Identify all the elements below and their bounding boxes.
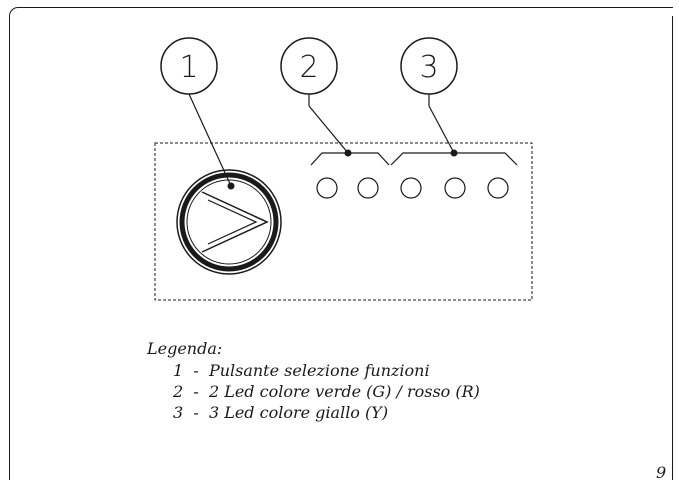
bracket-group-2 [308, 94, 390, 166]
led-yellow-1-icon [400, 177, 422, 199]
page-frame [9, 7, 673, 480]
legend-item-text: Pulsante selezione funzioni [208, 361, 430, 380]
function-select-button [176, 169, 282, 275]
legend-item-separator: - [193, 361, 199, 380]
led-yellow-2-icon [444, 177, 466, 199]
led-green-red-1-icon [316, 177, 338, 199]
bracket-group-3 [390, 94, 518, 166]
led-yellow-3-icon [487, 177, 509, 199]
callout-1-label: 1 [179, 50, 198, 85]
callout-2: 2 [280, 37, 338, 95]
page-frame-right-edge [664, 16, 673, 480]
leader-line-1 [188, 93, 235, 190]
legend-item-number: 3 [173, 403, 184, 422]
legend-list: 1 - Pulsante selezione funzioni 2 - 2 Le… [147, 361, 480, 422]
led-green-red-2-icon [357, 177, 379, 199]
legend: Legenda: 1 - Pulsante selezione funzioni… [147, 339, 480, 424]
legend-item: 2 - 2 Led colore verde (G) / rosso (R) [173, 382, 480, 401]
legend-item-number: 1 [173, 361, 184, 380]
callout-3: 3 [400, 37, 458, 95]
legend-item-text: 2 Led colore verde (G) / rosso (R) [208, 382, 480, 401]
legend-item-separator: - [193, 403, 199, 422]
legend-item: 1 - Pulsante selezione funzioni [173, 361, 480, 380]
legend-title: Legenda: [147, 339, 223, 358]
legend-item: 3 - 3 Led colore giallo (Y) [173, 403, 480, 422]
callout-1: 1 [160, 37, 218, 95]
panel-outline [154, 142, 533, 301]
callout-3-label: 3 [419, 50, 438, 85]
callout-2-label: 2 [299, 50, 318, 85]
legend-item-text: 3 Led colore giallo (Y) [208, 403, 389, 422]
legend-item-number: 2 [173, 382, 184, 401]
page-number: 9 [656, 463, 667, 482]
chevron-right-icon [201, 191, 269, 253]
legend-item-separator: - [193, 382, 199, 401]
